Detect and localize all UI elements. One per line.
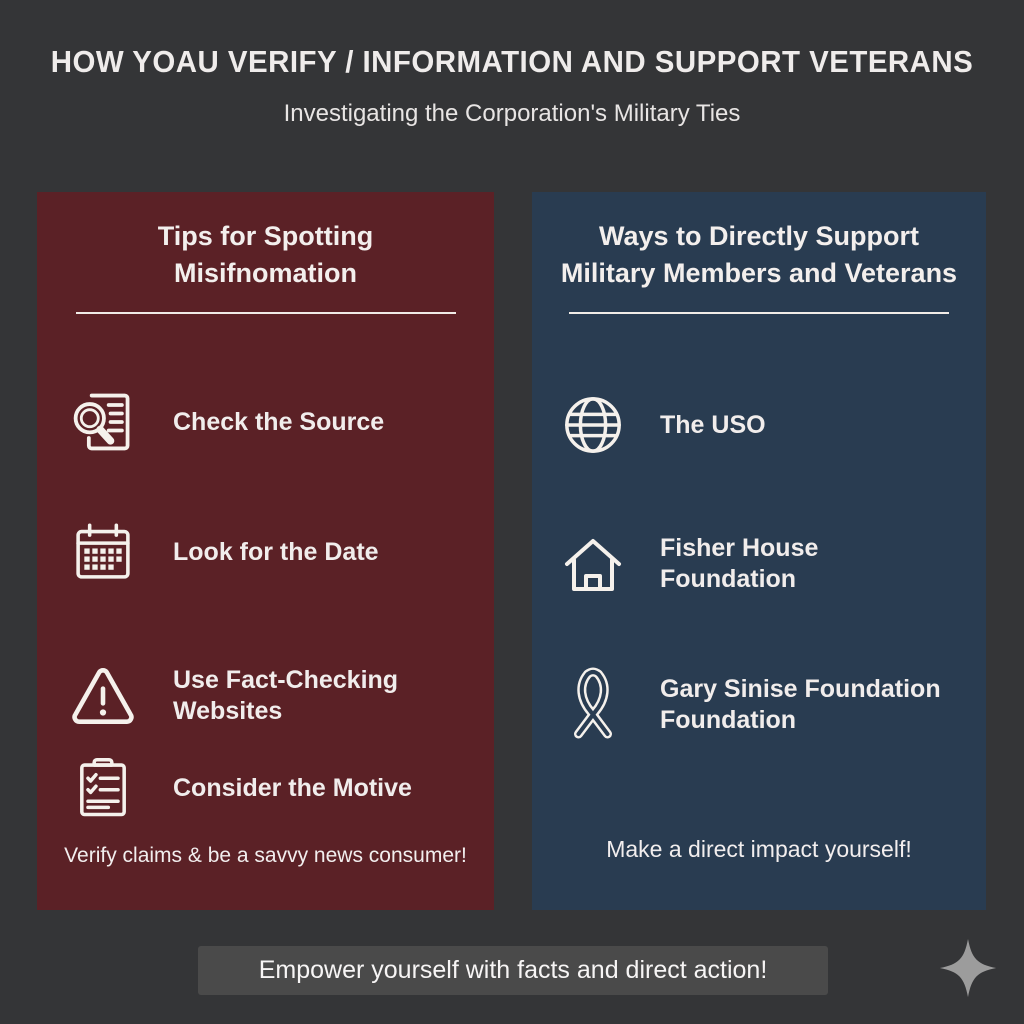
- bottom-banner-text: Empower yourself with facts and direct a…: [258, 956, 768, 984]
- item-label: Gary Sinise Foundation Foundation: [660, 674, 941, 734]
- item-label: Use Fact-Checking Websites: [173, 666, 399, 725]
- page-subtitle: Investigating the Corporation's Military…: [283, 100, 741, 127]
- document-search-icon: [67, 388, 139, 456]
- warning-triangle-icon: [67, 663, 139, 729]
- list-item: Look for the Date: [67, 512, 379, 592]
- globe-icon: [560, 394, 626, 456]
- support-veterans-panel: Ways to Directly Support Military Member…: [532, 192, 986, 910]
- list-item: Use Fact-Checking Websites: [67, 636, 398, 756]
- ribbon-icon: [560, 666, 626, 743]
- page-title: HOW YOAU VERIFY / INFORMATION AND SUPPOR…: [50, 44, 974, 79]
- sparkle-icon: [938, 937, 998, 999]
- item-label: Check the Source: [173, 407, 385, 436]
- left-panel-footer: Verify claims & be a savvy news consumer…: [64, 844, 467, 867]
- clipboard-checklist-icon: [67, 756, 139, 820]
- right-panel-footer: Make a direct impact yourself!: [606, 836, 912, 862]
- calendar-icon: [67, 520, 139, 584]
- item-label: Consider the Motive: [173, 773, 412, 802]
- right-panel-title: Ways to Directly Support Military Member…: [560, 221, 958, 288]
- item-label: Fisher House Foundation: [660, 534, 819, 593]
- misinformation-tips-panel: Tips for Spotting Misifnomation Check th…: [37, 192, 494, 910]
- item-label: Look for the Date: [173, 537, 379, 566]
- item-label: The USO: [660, 410, 766, 439]
- left-panel-title: Tips for Spotting Misifnomation: [157, 221, 374, 288]
- right-panel-divider: [569, 312, 949, 314]
- list-item: Fisher House Foundation: [560, 524, 818, 604]
- list-item: Gary Sinise Foundation Foundation: [560, 647, 941, 762]
- list-item: The USO: [560, 385, 766, 465]
- list-item: Check the Source: [67, 382, 384, 462]
- left-panel-divider: [75, 312, 456, 314]
- list-item: Consider the Motive: [67, 748, 412, 828]
- house-icon: [560, 532, 626, 596]
- bottom-banner: Empower yourself with facts and direct a…: [198, 946, 828, 995]
